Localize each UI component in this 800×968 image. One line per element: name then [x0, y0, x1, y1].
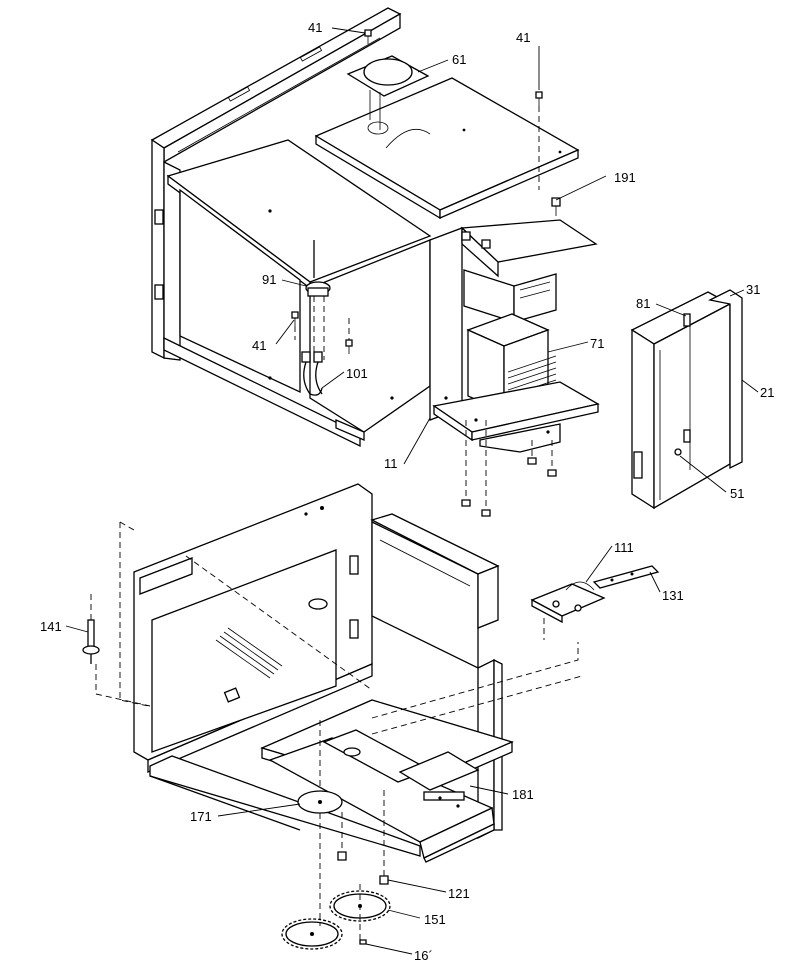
callout-131: 131: [662, 588, 684, 603]
callout-121: 121: [448, 886, 470, 901]
callout-11: 11: [384, 456, 398, 471]
latch-pin: [82, 619, 100, 664]
side-panel: [630, 289, 743, 510]
assembly-guide-lines-lower: [90, 521, 583, 940]
callout-leaders: [65, 27, 759, 955]
callout-41-top-left: 41: [308, 20, 322, 35]
callout-31: 31: [746, 282, 760, 297]
component-rack: [429, 219, 600, 453]
callout-21: 21: [760, 385, 774, 400]
callout-181: 181: [512, 787, 534, 802]
stirrer-disc: [297, 790, 343, 814]
callout-101: 101: [346, 366, 368, 381]
fan-motor: [346, 55, 430, 130]
callout-91: 91: [262, 272, 276, 287]
callout-191: 191: [614, 170, 636, 185]
callout-171: 171: [190, 809, 212, 824]
waveguide-cover-plate: [314, 77, 580, 220]
callout-151: 151: [424, 912, 446, 927]
callout-161: 16´: [414, 948, 433, 963]
callout-51: 51: [730, 486, 744, 501]
callout-111: 111: [614, 540, 634, 555]
screws-upper: [291, 29, 561, 517]
assembly-guide-lines-upper: [294, 106, 553, 510]
callout-41-mid: 41: [252, 338, 266, 353]
switch-bracket: [592, 565, 660, 589]
oven-cavity-front-panel: [133, 483, 373, 773]
drive-gear-small: [281, 918, 343, 950]
callout-71: 71: [590, 336, 604, 351]
wire-harness: [301, 351, 323, 396]
callout-labels: 41 61 41 191 91 41 101 11 71 81 31 21 51…: [40, 20, 774, 963]
callout-81: 81: [636, 296, 650, 311]
callout-61: 61: [452, 52, 466, 67]
outer-cabinet-frame: [150, 7, 402, 448]
top-shelf-panel: [166, 139, 432, 441]
callout-141: 141: [40, 619, 62, 634]
switch-plate: [530, 581, 606, 624]
callout-41-top-right: 41: [516, 30, 530, 45]
thermostat: [305, 240, 331, 360]
